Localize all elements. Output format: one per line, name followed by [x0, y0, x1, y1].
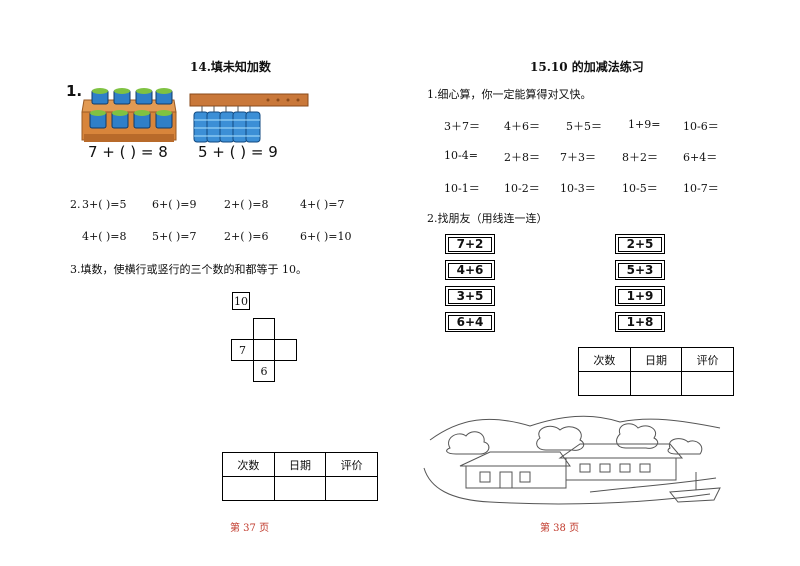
record-cell[interactable]: [629, 371, 683, 396]
q3-instruction: 3.填数，使横行或竖行的三个数的和都等于 10。: [70, 263, 307, 276]
q2-r2-item: 4+( )=8: [82, 230, 127, 243]
q1-equation-b: 5 + ( ) = 9: [198, 143, 278, 161]
right-record-table: 次数 日期 评价: [578, 347, 734, 396]
q2-r1-item: 4+( )=7: [300, 198, 345, 211]
record-header-date: 日期: [273, 452, 327, 477]
q1-equation-a: 7 + ( ) = 8: [88, 143, 168, 161]
match-left-box[interactable]: 3+5: [445, 286, 495, 306]
record-cell[interactable]: [578, 371, 631, 396]
grid-cell-center[interactable]: [253, 339, 275, 361]
grid-cell-bottom: 6: [253, 360, 275, 382]
left-page-title: 14.填未知加数: [190, 60, 271, 74]
q2-r1-item: 3+( )=5: [82, 198, 127, 211]
calc-item: 8＋2＝: [622, 151, 658, 164]
calc-item: 10-5＝: [622, 182, 658, 195]
right-page-title: 15.10 的加减法练习: [530, 60, 644, 74]
record-cell[interactable]: [325, 476, 378, 501]
calc-item: 7＋3＝: [560, 151, 596, 164]
match-right-box[interactable]: 2+5: [615, 234, 665, 254]
r-q1-instruction: 1.细心算，你一定能算得对又快。: [427, 88, 592, 101]
tray-of-cups-illustration: [81, 88, 177, 142]
calc-item: 10-7＝: [683, 182, 719, 195]
calc-item: 10-1＝: [444, 182, 480, 195]
match-right-box[interactable]: 1+9: [615, 286, 665, 306]
record-cell[interactable]: [681, 371, 734, 396]
q2-r2-item: 2+( )=6: [224, 230, 269, 243]
record-header-count: 次数: [578, 347, 631, 372]
calc-item: 10-6＝: [683, 120, 719, 133]
record-cell[interactable]: [222, 476, 275, 501]
match-left-box[interactable]: 4+6: [445, 260, 495, 280]
q1-label: 1.: [66, 82, 83, 100]
calc-item: 5＋5＝: [566, 120, 602, 133]
calc-item: 2＋8＝: [504, 151, 540, 164]
match-left-box[interactable]: 7+2: [445, 234, 495, 254]
record-header-count: 次数: [222, 452, 275, 477]
q2-r1-item: 2+( )=8: [224, 198, 269, 211]
calc-item: 10-4=: [444, 149, 478, 162]
rack-of-cans-illustration: [189, 93, 309, 143]
sum-target-box: 10: [232, 292, 250, 310]
match-left-box[interactable]: 6+4: [445, 312, 495, 332]
calc-item: 10-2＝: [504, 182, 540, 195]
calc-item: 4＋6＝: [504, 120, 540, 133]
record-header-date: 日期: [629, 347, 683, 372]
q2-r2-item: 5+( )=7: [152, 230, 197, 243]
calc-item: 1+9=: [628, 118, 661, 131]
calc-item: 6+4＝: [683, 151, 718, 164]
q2-r2-item: 6+( )=10: [300, 230, 352, 243]
record-header-rating: 评价: [681, 347, 734, 372]
calc-item: 3＋7＝: [444, 120, 480, 133]
left-page-number: 第 37 页: [230, 523, 270, 534]
match-right-box[interactable]: 1+8: [615, 312, 665, 332]
grid-cell-top[interactable]: [253, 318, 275, 340]
right-page-number: 第 38 页: [540, 523, 580, 534]
record-cell[interactable]: [273, 476, 327, 501]
left-record-table: 次数 日期 评价: [222, 452, 378, 501]
grid-cell-right[interactable]: [274, 339, 297, 361]
village-line-drawing: [423, 415, 721, 505]
q2-r1-item: 6+( )=9: [152, 198, 197, 211]
match-right-box[interactable]: 5+3: [615, 260, 665, 280]
grid-cell-left: 7: [231, 339, 254, 361]
calc-item: 10-3＝: [560, 182, 596, 195]
q2-label: 2.: [70, 198, 81, 211]
r-q2-instruction: 2.找朋友（用线连一连）: [427, 212, 548, 225]
record-header-rating: 评价: [325, 452, 378, 477]
